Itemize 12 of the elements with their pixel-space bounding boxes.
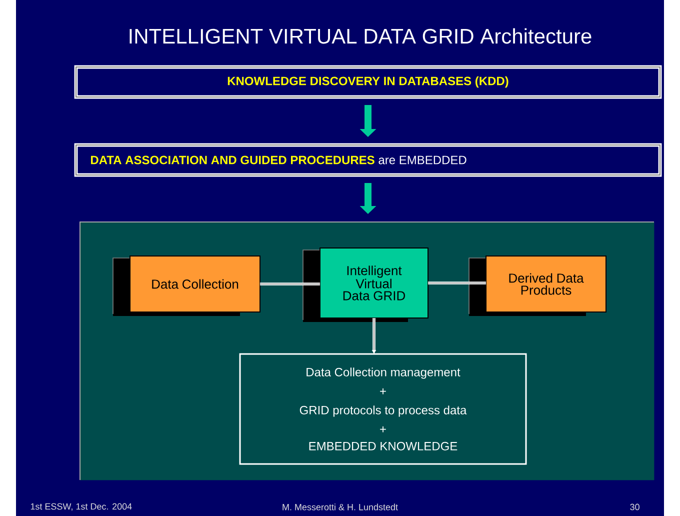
process-box: Data Collection [112, 256, 260, 316]
text-box: Data Collection management + GRID protocols to process data + EMBEDDED KNOWLEDGE [239, 353, 527, 465]
banner-box: DATA ASSOCIATION AND GUIDED PROCEDURES are EMBEDDED [74, 143, 662, 177]
connector-line [260, 282, 320, 286]
connector-line [428, 282, 486, 284]
title: INTELLIGENT VIRTUAL DATA GRID Architecture [130, 28, 592, 44]
footer-text: 1st ESSW, 1st Dec. 2004 [30, 503, 132, 511]
process-box: Derived Data Products [468, 256, 606, 316]
footer-text: 30 [630, 504, 640, 510]
process-box: Intelligent Virtual Data GRID [302, 248, 428, 322]
footer-text: M. Messerotti & H. Lundstedt [282, 504, 398, 510]
banner-box: KNOWLEDGE DISCOVERY IN DATABASES (KDD) [74, 65, 662, 99]
